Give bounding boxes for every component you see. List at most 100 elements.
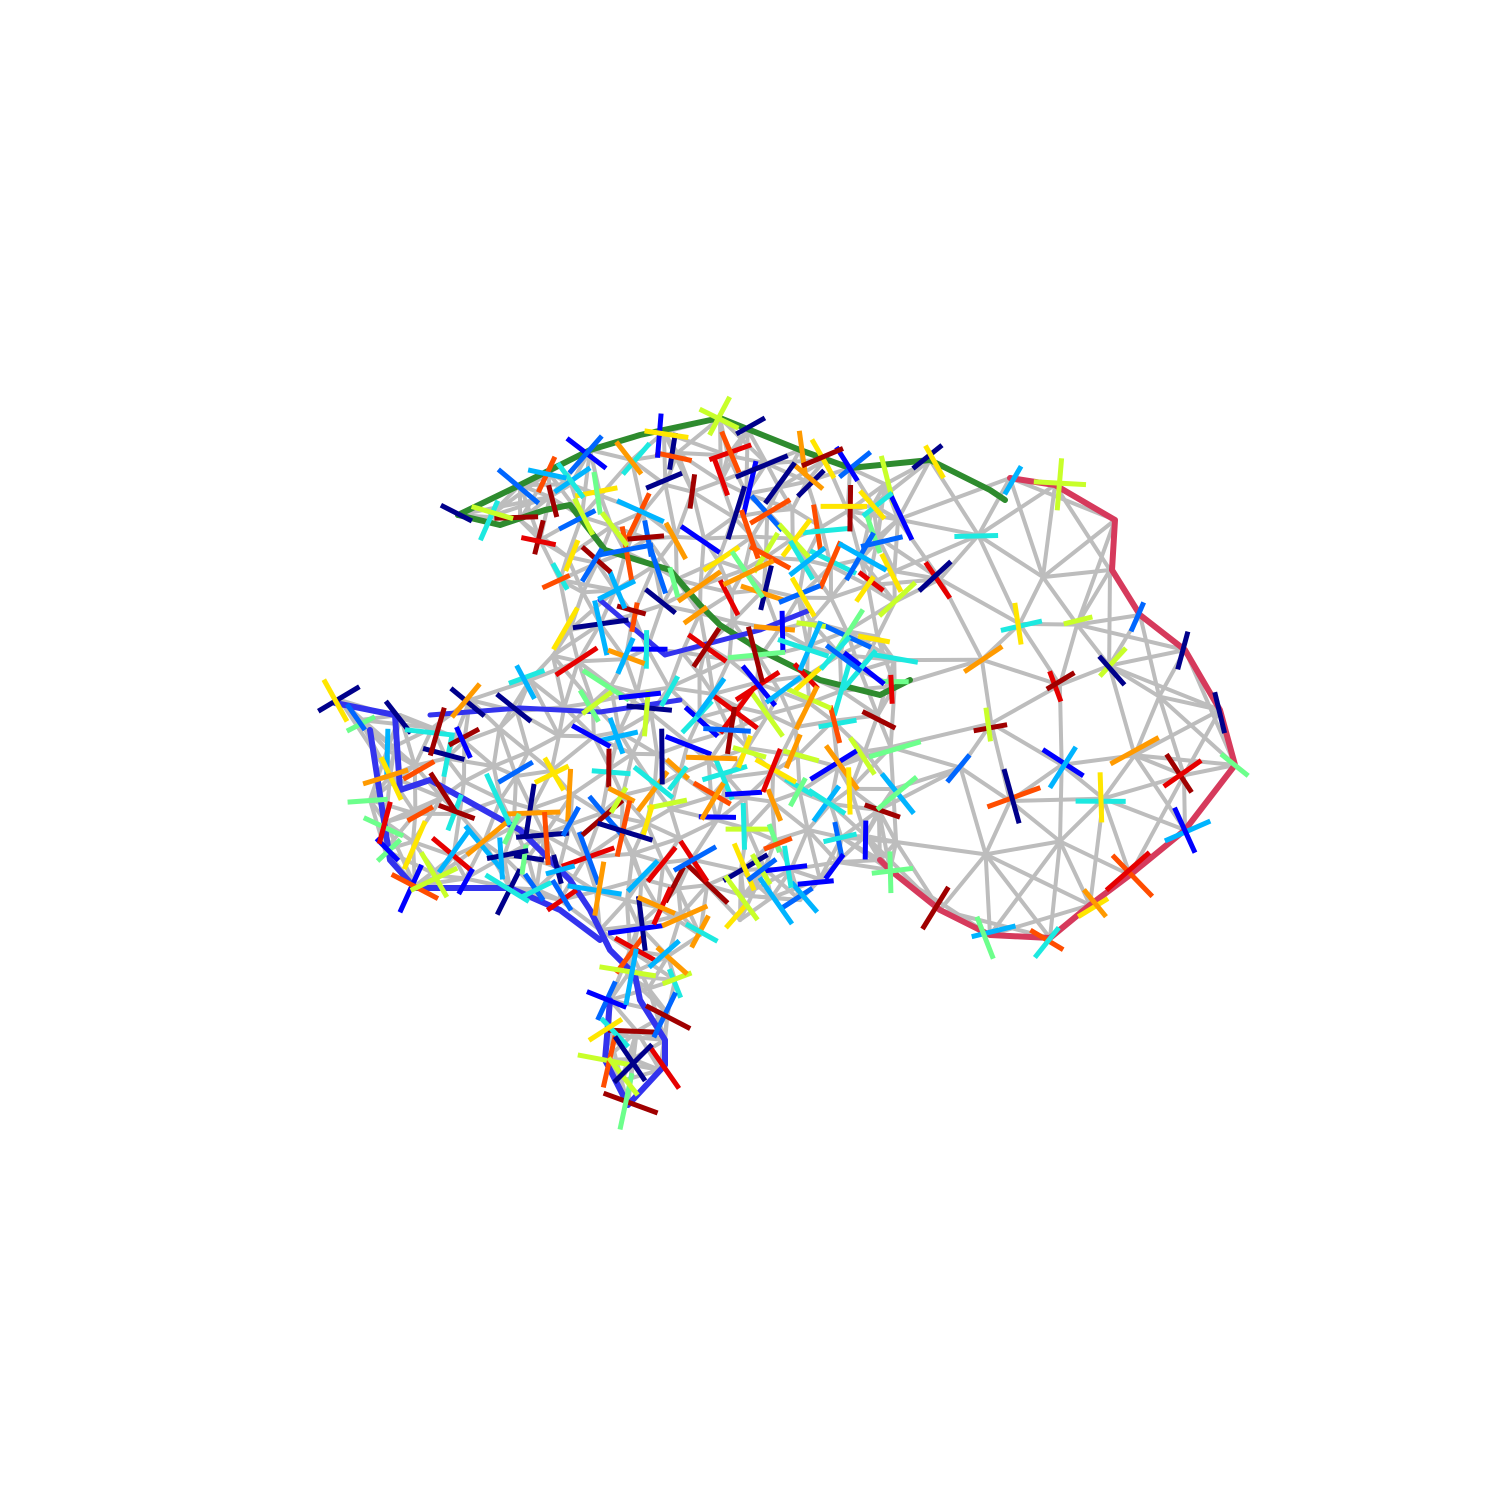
- cross-segment: [687, 473, 698, 509]
- cross-segment: [722, 558, 775, 588]
- mesh-edge: [652, 534, 678, 568]
- mesh-edge: [457, 812, 486, 845]
- mesh-edge: [989, 683, 1062, 726]
- mesh-edge: [976, 483, 1057, 538]
- cross-segment: [456, 867, 475, 896]
- cross-segment: [824, 643, 863, 674]
- cross-segment: [522, 872, 546, 903]
- cross-segment: [711, 457, 730, 497]
- mesh-edge: [491, 726, 502, 769]
- mesh-edge: [777, 689, 798, 730]
- mesh-edge: [689, 818, 720, 862]
- cross-segment: [782, 748, 820, 764]
- cross-segment: [1109, 735, 1160, 767]
- cross-segment: [577, 1052, 631, 1068]
- mesh-edge: [661, 430, 695, 494]
- cross-segment: [923, 444, 946, 480]
- mesh-edge: [738, 868, 746, 898]
- cross-segment: [612, 1042, 654, 1085]
- cross-segment: [725, 789, 763, 797]
- cross-segment: [661, 903, 709, 929]
- mesh-edge: [491, 764, 503, 802]
- mesh-edge: [661, 430, 668, 487]
- cross-segment: [1012, 602, 1024, 645]
- cross-segment: [1047, 745, 1078, 790]
- cross-segment: [362, 767, 409, 787]
- cross-field: [317, 395, 1250, 1131]
- cross-segment: [1002, 464, 1024, 496]
- mesh-edge: [805, 827, 822, 882]
- mesh-edge: [514, 709, 531, 754]
- mesh-edge: [680, 650, 702, 676]
- mesh-edge: [462, 739, 496, 769]
- cross-segment: [436, 830, 471, 874]
- cross-segment: [497, 837, 505, 880]
- cross-segment: [873, 652, 919, 665]
- mesh-edge: [896, 476, 1012, 522]
- cross-segment: [557, 508, 597, 532]
- cross-segment: [664, 734, 713, 757]
- cross-segment: [863, 802, 901, 820]
- mesh-edge: [620, 785, 657, 798]
- cross-segment: [788, 776, 808, 808]
- cross-segment: [757, 876, 795, 926]
- mesh-edge: [676, 883, 710, 891]
- mesh-edge: [549, 733, 561, 773]
- mesh-edge: [550, 653, 567, 710]
- cross-segment: [763, 461, 797, 505]
- cross-segment: [1032, 926, 1061, 960]
- cross-segment: [760, 747, 783, 793]
- cross-segment: [1063, 614, 1093, 627]
- mesh-edge: [701, 515, 736, 541]
- cross-segment: [780, 518, 813, 558]
- cross-segment: [1076, 896, 1110, 919]
- cross-segment: [827, 705, 843, 744]
- mesh-edge: [1058, 762, 1064, 844]
- cross-segment: [579, 547, 605, 583]
- mesh-edge: [579, 448, 592, 519]
- cross-segment: [857, 633, 891, 645]
- mesh-edge: [550, 621, 603, 658]
- cross-segment: [801, 446, 844, 469]
- mesh-edge: [1075, 622, 1187, 652]
- mesh-edge: [958, 765, 1013, 804]
- cross-segment: [789, 880, 820, 914]
- cross-segment: [592, 861, 607, 917]
- cross-segment: [625, 858, 660, 894]
- mesh-edge: [595, 561, 618, 593]
- mesh-edge: [598, 923, 641, 932]
- cross-segment: [599, 511, 630, 548]
- cross-segment: [753, 624, 796, 633]
- cross-segment: [599, 1016, 631, 1049]
- cross-segment: [971, 923, 1017, 940]
- cross-segment: [818, 717, 857, 730]
- cross-segment: [797, 620, 824, 672]
- mesh-edge: [777, 485, 795, 512]
- mesh-edge: [677, 818, 720, 841]
- cross-segment: [1104, 850, 1152, 893]
- cross-segment: [527, 467, 567, 481]
- mesh-edge: [481, 797, 503, 845]
- mesh-edge: [649, 711, 691, 745]
- mesh-edge: [938, 852, 988, 912]
- mesh-edge: [976, 476, 1012, 538]
- mesh-edge: [1157, 694, 1186, 778]
- cross-segment: [644, 1003, 692, 1031]
- cross-segment: [666, 968, 684, 999]
- cross-segment: [672, 844, 718, 873]
- mesh-edge: [896, 517, 981, 538]
- mesh-edge: [649, 711, 660, 757]
- mesh-edge: [876, 808, 899, 844]
- cross-segment: [719, 430, 742, 474]
- mesh-edge: [588, 448, 634, 462]
- mesh-edge: [644, 821, 666, 865]
- mesh-edge: [462, 764, 496, 784]
- mesh-edge: [617, 690, 640, 734]
- mesh-edge: [983, 799, 1013, 857]
- cross-segment: [724, 901, 750, 930]
- mesh-edge: [528, 678, 567, 710]
- cross-segment: [555, 461, 586, 500]
- mesh-edge: [770, 799, 810, 832]
- mesh-edge: [894, 839, 988, 857]
- cross-segment: [659, 675, 680, 708]
